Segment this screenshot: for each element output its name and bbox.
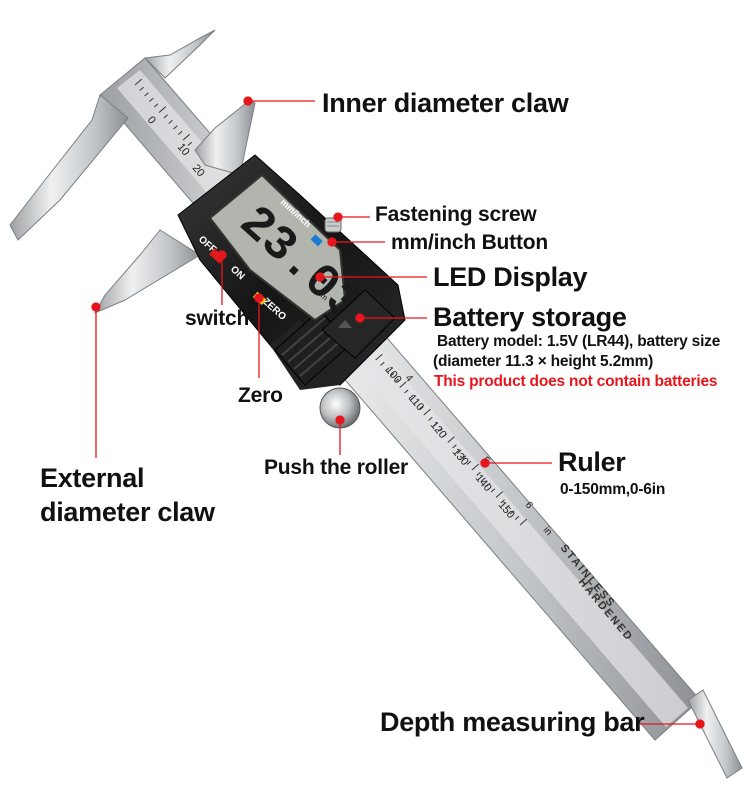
- fastening-screw-label: Fastening screw: [375, 203, 537, 226]
- ruler-tick: [500, 499, 505, 504]
- ruler-tick: [418, 405, 424, 410]
- ruler-tick: [437, 427, 443, 432]
- marker-dot: [315, 272, 325, 282]
- ruler-tick: [158, 106, 167, 113]
- battery-model-text: Battery model: 1.5V (LR44), battery size: [437, 333, 721, 350]
- external-claw-label-line2: diameter claw: [40, 497, 215, 527]
- ruler-tick: [510, 510, 515, 515]
- battery-size-text: (diameter 11.3 × height 5.2mm): [433, 353, 654, 370]
- switch-label: switch: [185, 307, 250, 330]
- ruler-tick: [408, 394, 414, 399]
- ruler-tick: [481, 477, 486, 482]
- ruler-tick: [452, 444, 457, 449]
- marker-dot: [333, 212, 343, 222]
- ruler-tick: [404, 389, 409, 394]
- ruler-tick: [519, 518, 528, 526]
- ruler-tick: [384, 367, 390, 372]
- ruler-tick: [144, 92, 149, 97]
- battery-storage-label: Battery storage: [433, 302, 627, 332]
- ruler-tick: [139, 86, 144, 91]
- marker-dot: [217, 250, 227, 260]
- callout-lines: [91, 96, 705, 729]
- mm-inch-button-label: mm/inch Button: [391, 231, 549, 254]
- ruler-tick: [149, 97, 154, 102]
- ruler-tick: [182, 133, 191, 141]
- scale-tick-label: 4: [403, 373, 415, 385]
- scale-tick-label: 6: [523, 500, 535, 512]
- led-display-label: LED Display: [433, 262, 588, 292]
- slider-external-jaw: [93, 229, 201, 315]
- fixed-external-jaw: [9, 94, 129, 241]
- ruler-tick: [423, 408, 431, 416]
- ruler-ticks: [134, 78, 528, 526]
- zero-label: Zero: [238, 384, 283, 407]
- marker-dot: [254, 293, 264, 303]
- battery-arrow-icon: [338, 320, 352, 328]
- marker-dot: [355, 313, 365, 323]
- marker-dot: [335, 415, 345, 425]
- ruler-tick: [514, 515, 520, 520]
- ruler-tick: [394, 378, 399, 383]
- ruler-tick: [457, 449, 462, 454]
- inner-diameter-claw-label: Inner diameter claw: [322, 88, 569, 118]
- ruler-tick: [485, 482, 491, 487]
- ruler-tick: [461, 455, 467, 460]
- marker-dot: [695, 719, 705, 729]
- ruler-tick: [177, 130, 183, 135]
- ruler-tick: [413, 400, 419, 405]
- marker-dot: [91, 302, 101, 312]
- ruler-tick: [466, 460, 472, 465]
- ruler-tick: [153, 103, 159, 108]
- ruler-tick: [380, 361, 385, 366]
- no-batteries-notice: This product does not contain batteries: [434, 373, 718, 390]
- ruler-tick: [428, 416, 433, 421]
- ruler-tick: [375, 353, 383, 361]
- ruler-tick: [173, 125, 178, 130]
- ruler-tick: [399, 381, 407, 388]
- ruler-tick: [490, 488, 496, 493]
- ruler-tick: [471, 463, 479, 471]
- ruler-tick: [187, 141, 193, 146]
- main-beam: [99, 57, 701, 741]
- ruler-tick: [163, 114, 168, 119]
- depth-bar: [687, 689, 743, 779]
- marker-dot: [243, 96, 253, 106]
- ruler-tick: [476, 471, 481, 476]
- ruler-tick: [433, 422, 438, 427]
- ruler-tick: [447, 436, 455, 443]
- ruler-tick: [505, 504, 510, 509]
- fixed-inner-jaw: [143, 29, 216, 79]
- ruler-range-text: 0-150mm,0-6in: [560, 481, 666, 498]
- ruler-tick: [389, 372, 395, 377]
- push-roller-label: Push the roller: [264, 456, 409, 479]
- marker-dot: [480, 458, 490, 468]
- ruler-tick: [495, 491, 504, 498]
- depth-bar-label: Depth measuring bar: [380, 707, 645, 737]
- ruler-tick: [168, 119, 173, 124]
- switch-button[interactable]: [209, 248, 225, 264]
- marker-dot: [327, 237, 337, 247]
- external-claw-label-line1: External: [40, 463, 145, 493]
- ruler-tick: [134, 78, 143, 86]
- mm-inch-button[interactable]: [310, 234, 323, 247]
- ruler-label: Ruler: [558, 447, 626, 477]
- ruler-tick: [442, 433, 448, 438]
